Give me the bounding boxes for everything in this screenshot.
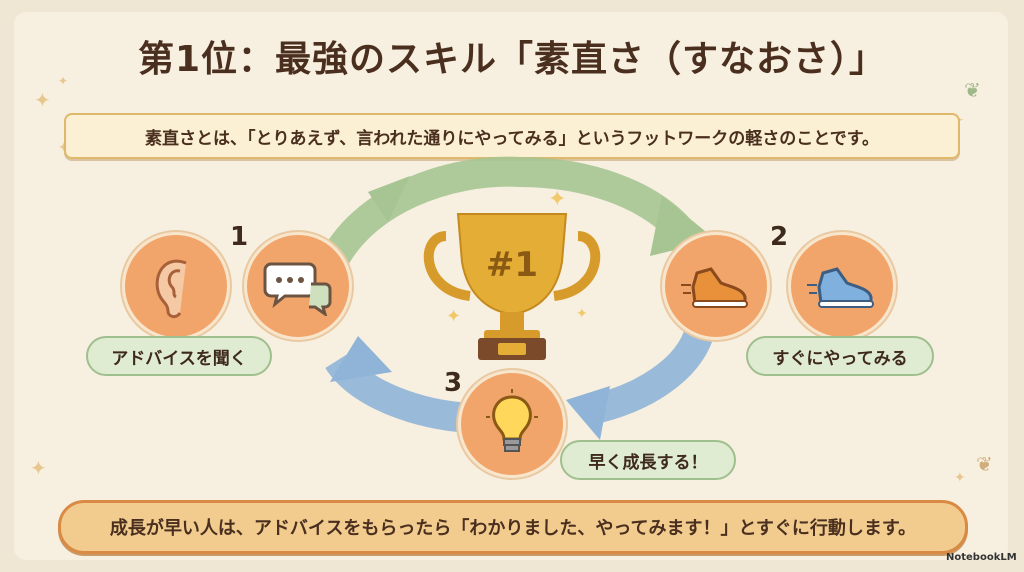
step1-label: アドバイスを聞く <box>86 336 272 376</box>
cycle-arrow-right <box>586 325 715 425</box>
brand-watermark: NotebookLM <box>946 552 1017 563</box>
trophy-label: #1 <box>486 245 538 285</box>
page-title: 第1位：最強のスキル「素直さ（すなおさ）」 <box>137 39 887 80</box>
running-shoe-icon <box>807 267 874 308</box>
conclusion-text: 成長が早い人は、アドバイスをもらったら「わかりました、やってみます！」とすぐに行… <box>109 518 917 539</box>
cycle-arrow-top <box>316 156 692 275</box>
sparkle-icon: ✦ <box>446 306 461 327</box>
cycle-arrowhead-right <box>566 386 610 440</box>
running-shoe-icon <box>681 267 748 308</box>
step1-number: 1 <box>230 222 249 252</box>
step1-speech-circle <box>244 232 352 340</box>
lightbulb-icon <box>486 389 538 452</box>
definition-text: 素直さとは、「とりあえず、言われた通りにやってみる」というフットワークの軽さのこ… <box>144 128 880 149</box>
sparkle-icon: ✦ <box>58 74 69 88</box>
step2-label: すぐにやってみる <box>746 336 934 376</box>
cycle-arrowhead-left-up <box>368 176 410 222</box>
leaf-icon: ❦ <box>976 452 993 476</box>
trophy-icon <box>423 213 601 360</box>
step3-number: 3 <box>444 368 463 398</box>
speech-bubbles-icon <box>263 262 332 316</box>
step2-shoe-circle-a <box>662 232 770 340</box>
step1-ear-circle <box>122 232 230 340</box>
sparkle-icon: ✦ <box>576 306 588 322</box>
cycle-arrowhead-left <box>330 336 392 382</box>
step3-lightbulb-circle <box>458 370 566 478</box>
sparkle-icon: ✦ <box>58 140 70 156</box>
conclusion-bar: 成長が早い人は、アドバイスをもらったら「わかりました、やってみます！」とすぐに行… <box>58 500 968 554</box>
leaf-icon: ❦ <box>964 78 981 102</box>
sparkle-icon: ✦ <box>954 470 966 486</box>
sparkle-icon: ✦ <box>30 456 47 480</box>
step2-number: 2 <box>770 222 789 252</box>
definition-banner: 素直さとは、「とりあえず、言われた通りにやってみる」というフットワークの軽さのこ… <box>64 113 960 159</box>
step2-shoe-circle-b <box>788 232 896 340</box>
ear-icon <box>155 259 187 319</box>
sparkle-icon: ✦ <box>34 88 51 112</box>
step3-label: 早く成長する！ <box>560 440 736 480</box>
sparkle-icon: ✦ <box>548 187 566 212</box>
